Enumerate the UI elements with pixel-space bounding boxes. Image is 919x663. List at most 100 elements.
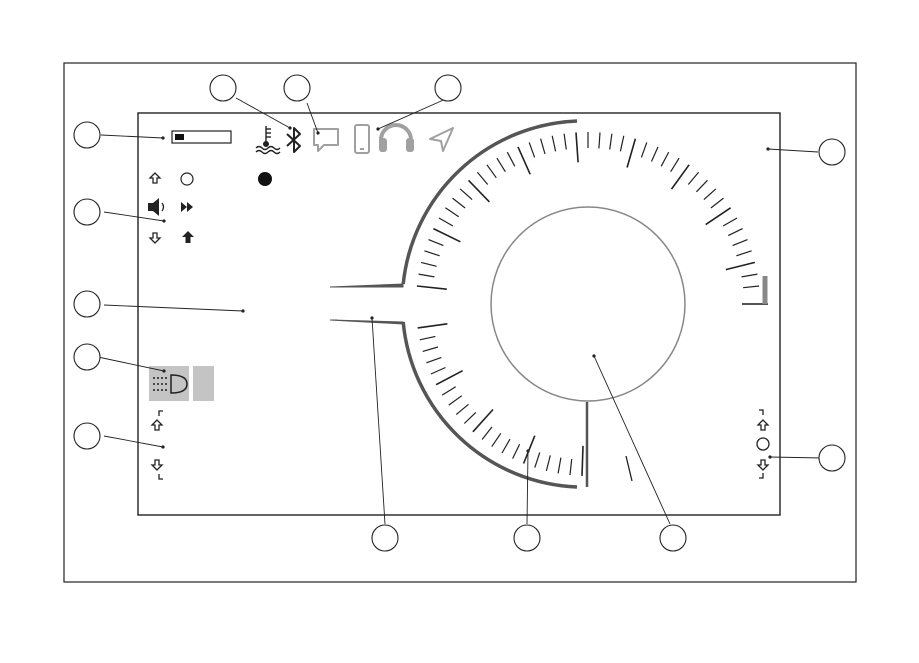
dial-tick bbox=[463, 411, 477, 424]
dial-tick bbox=[640, 142, 648, 158]
display-screen bbox=[137, 112, 781, 516]
fuel-level-bar bbox=[171, 130, 232, 144]
dial-tick bbox=[455, 403, 469, 416]
dial-tick bbox=[506, 151, 516, 167]
callout-5 bbox=[818, 138, 846, 166]
fast-forward-icon bbox=[181, 202, 193, 212]
dial-tick bbox=[486, 164, 497, 179]
dial-lower-arc bbox=[401, 321, 578, 489]
dial-tick bbox=[722, 217, 738, 227]
dial-tick bbox=[491, 432, 502, 447]
outer-frame bbox=[63, 62, 857, 583]
dial-tick bbox=[459, 188, 473, 201]
callout-8 bbox=[73, 343, 101, 371]
dial-tick bbox=[496, 157, 506, 173]
shift-down-icon bbox=[148, 232, 162, 244]
dial-tick bbox=[619, 135, 625, 152]
dial-tick bbox=[472, 408, 494, 433]
dial-tick bbox=[540, 138, 546, 155]
shift-up-icon bbox=[150, 419, 164, 431]
dial-tick bbox=[435, 369, 463, 386]
dial-tick bbox=[417, 323, 448, 329]
up-arrow-icon bbox=[182, 231, 194, 243]
headlight-indicator bbox=[149, 366, 214, 401]
dial-tick bbox=[670, 164, 690, 190]
dial-tick bbox=[467, 179, 490, 203]
left-shift-indicators bbox=[150, 410, 164, 480]
callout-10 bbox=[818, 444, 846, 472]
dial-tick bbox=[528, 142, 536, 158]
gear-ring-icon bbox=[756, 437, 770, 451]
dial-tick bbox=[441, 386, 457, 396]
dial-tick bbox=[517, 146, 531, 175]
dial-tick bbox=[710, 197, 724, 209]
dial-tick bbox=[609, 133, 613, 150]
dial-tick bbox=[569, 459, 573, 476]
dial-tick bbox=[563, 133, 567, 150]
dial-tick bbox=[725, 261, 756, 271]
dial-pointer-line bbox=[329, 319, 404, 325]
dial-tick bbox=[430, 366, 446, 375]
dial-tick bbox=[743, 285, 760, 289]
coolant-temperature-icon bbox=[255, 126, 281, 155]
dial-tick bbox=[534, 452, 541, 468]
dial-tick bbox=[557, 457, 562, 474]
callout-4 bbox=[434, 74, 462, 102]
callout-13 bbox=[659, 524, 687, 552]
dial-tick bbox=[703, 188, 717, 201]
status-dot bbox=[258, 172, 272, 186]
dial-tick bbox=[695, 179, 708, 193]
dial-tick bbox=[626, 138, 637, 168]
dial-tick bbox=[670, 157, 680, 173]
leader-dots bbox=[161, 126, 772, 459]
phone-icon bbox=[354, 124, 370, 154]
callout-12 bbox=[513, 524, 541, 552]
message-icon bbox=[313, 128, 339, 152]
callout-2 bbox=[209, 74, 237, 102]
dial-pointer-top bbox=[329, 283, 404, 288]
callout-3 bbox=[283, 74, 311, 102]
dial-tick bbox=[545, 455, 551, 472]
dial-tick bbox=[501, 438, 511, 454]
dial-tick bbox=[438, 217, 454, 227]
leader-lines bbox=[97, 97, 823, 525]
dial-tick bbox=[476, 171, 489, 185]
dial-tick bbox=[433, 227, 461, 243]
shift-up-icon bbox=[756, 419, 770, 431]
shift-up-icon bbox=[148, 172, 162, 184]
dial-outer-arc bbox=[401, 119, 578, 285]
callout-circles bbox=[73, 74, 846, 552]
bluetooth-icon bbox=[286, 127, 301, 153]
speed-dial bbox=[329, 119, 768, 489]
dial-tick bbox=[445, 207, 460, 218]
navigation-icon bbox=[429, 127, 454, 152]
dial-tick-scale bbox=[416, 132, 760, 476]
dial-tick bbox=[416, 285, 447, 290]
dial-tick bbox=[741, 273, 758, 278]
dial-tick bbox=[660, 151, 670, 167]
dial-tick bbox=[418, 273, 435, 278]
dial-tick bbox=[422, 346, 439, 352]
dial-tick bbox=[727, 228, 743, 237]
dial-tick bbox=[705, 207, 732, 226]
dial-tick bbox=[551, 135, 557, 152]
dial-tick bbox=[732, 239, 748, 247]
dial-tick bbox=[419, 335, 436, 341]
dial-tick bbox=[424, 250, 440, 257]
right-shift-indicators bbox=[756, 409, 770, 479]
gear-indicator-icon bbox=[180, 172, 194, 186]
dial-tick bbox=[522, 435, 536, 464]
dial-tick bbox=[448, 395, 463, 406]
dial-needle-mark bbox=[625, 455, 633, 482]
left-indicator-column bbox=[148, 172, 194, 244]
callout-11 bbox=[371, 524, 399, 552]
speaker-icon bbox=[148, 198, 165, 216]
dial-tick bbox=[420, 261, 437, 267]
dial-tick bbox=[512, 443, 521, 459]
callout-7 bbox=[73, 290, 101, 318]
callout-9 bbox=[73, 422, 101, 450]
dial-tick bbox=[575, 132, 579, 163]
dial-tick bbox=[581, 445, 584, 476]
dial-tick bbox=[428, 239, 444, 247]
